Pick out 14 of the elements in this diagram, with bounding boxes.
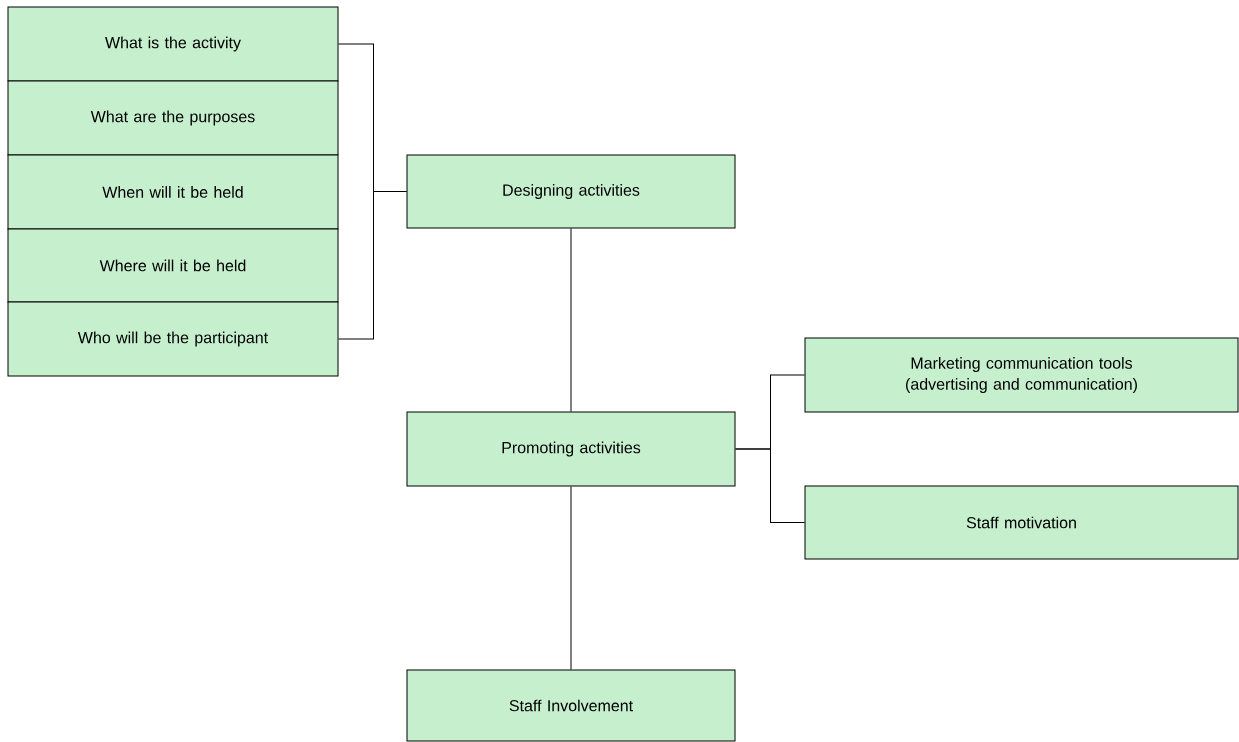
process-box: What is the activity <box>7 6 339 82</box>
process-box: When will it be held <box>7 154 339 230</box>
process-box: What are the purposes <box>7 80 339 156</box>
connector-line <box>338 191 407 340</box>
process-box: Where will it be held <box>7 228 339 303</box>
process-box: Staff motivation <box>804 485 1239 560</box>
connector-line <box>570 486 572 670</box>
process-box: Promoting activities <box>406 411 736 487</box>
process-box: Who will be the participant <box>7 301 339 377</box>
connector-line <box>735 448 805 523</box>
connector-line <box>570 228 572 412</box>
process-box: Marketing communication tools (advertising and communication) <box>804 337 1239 413</box>
process-box: Staff Involvement <box>406 669 736 742</box>
process-box: Designing activities <box>406 154 736 229</box>
